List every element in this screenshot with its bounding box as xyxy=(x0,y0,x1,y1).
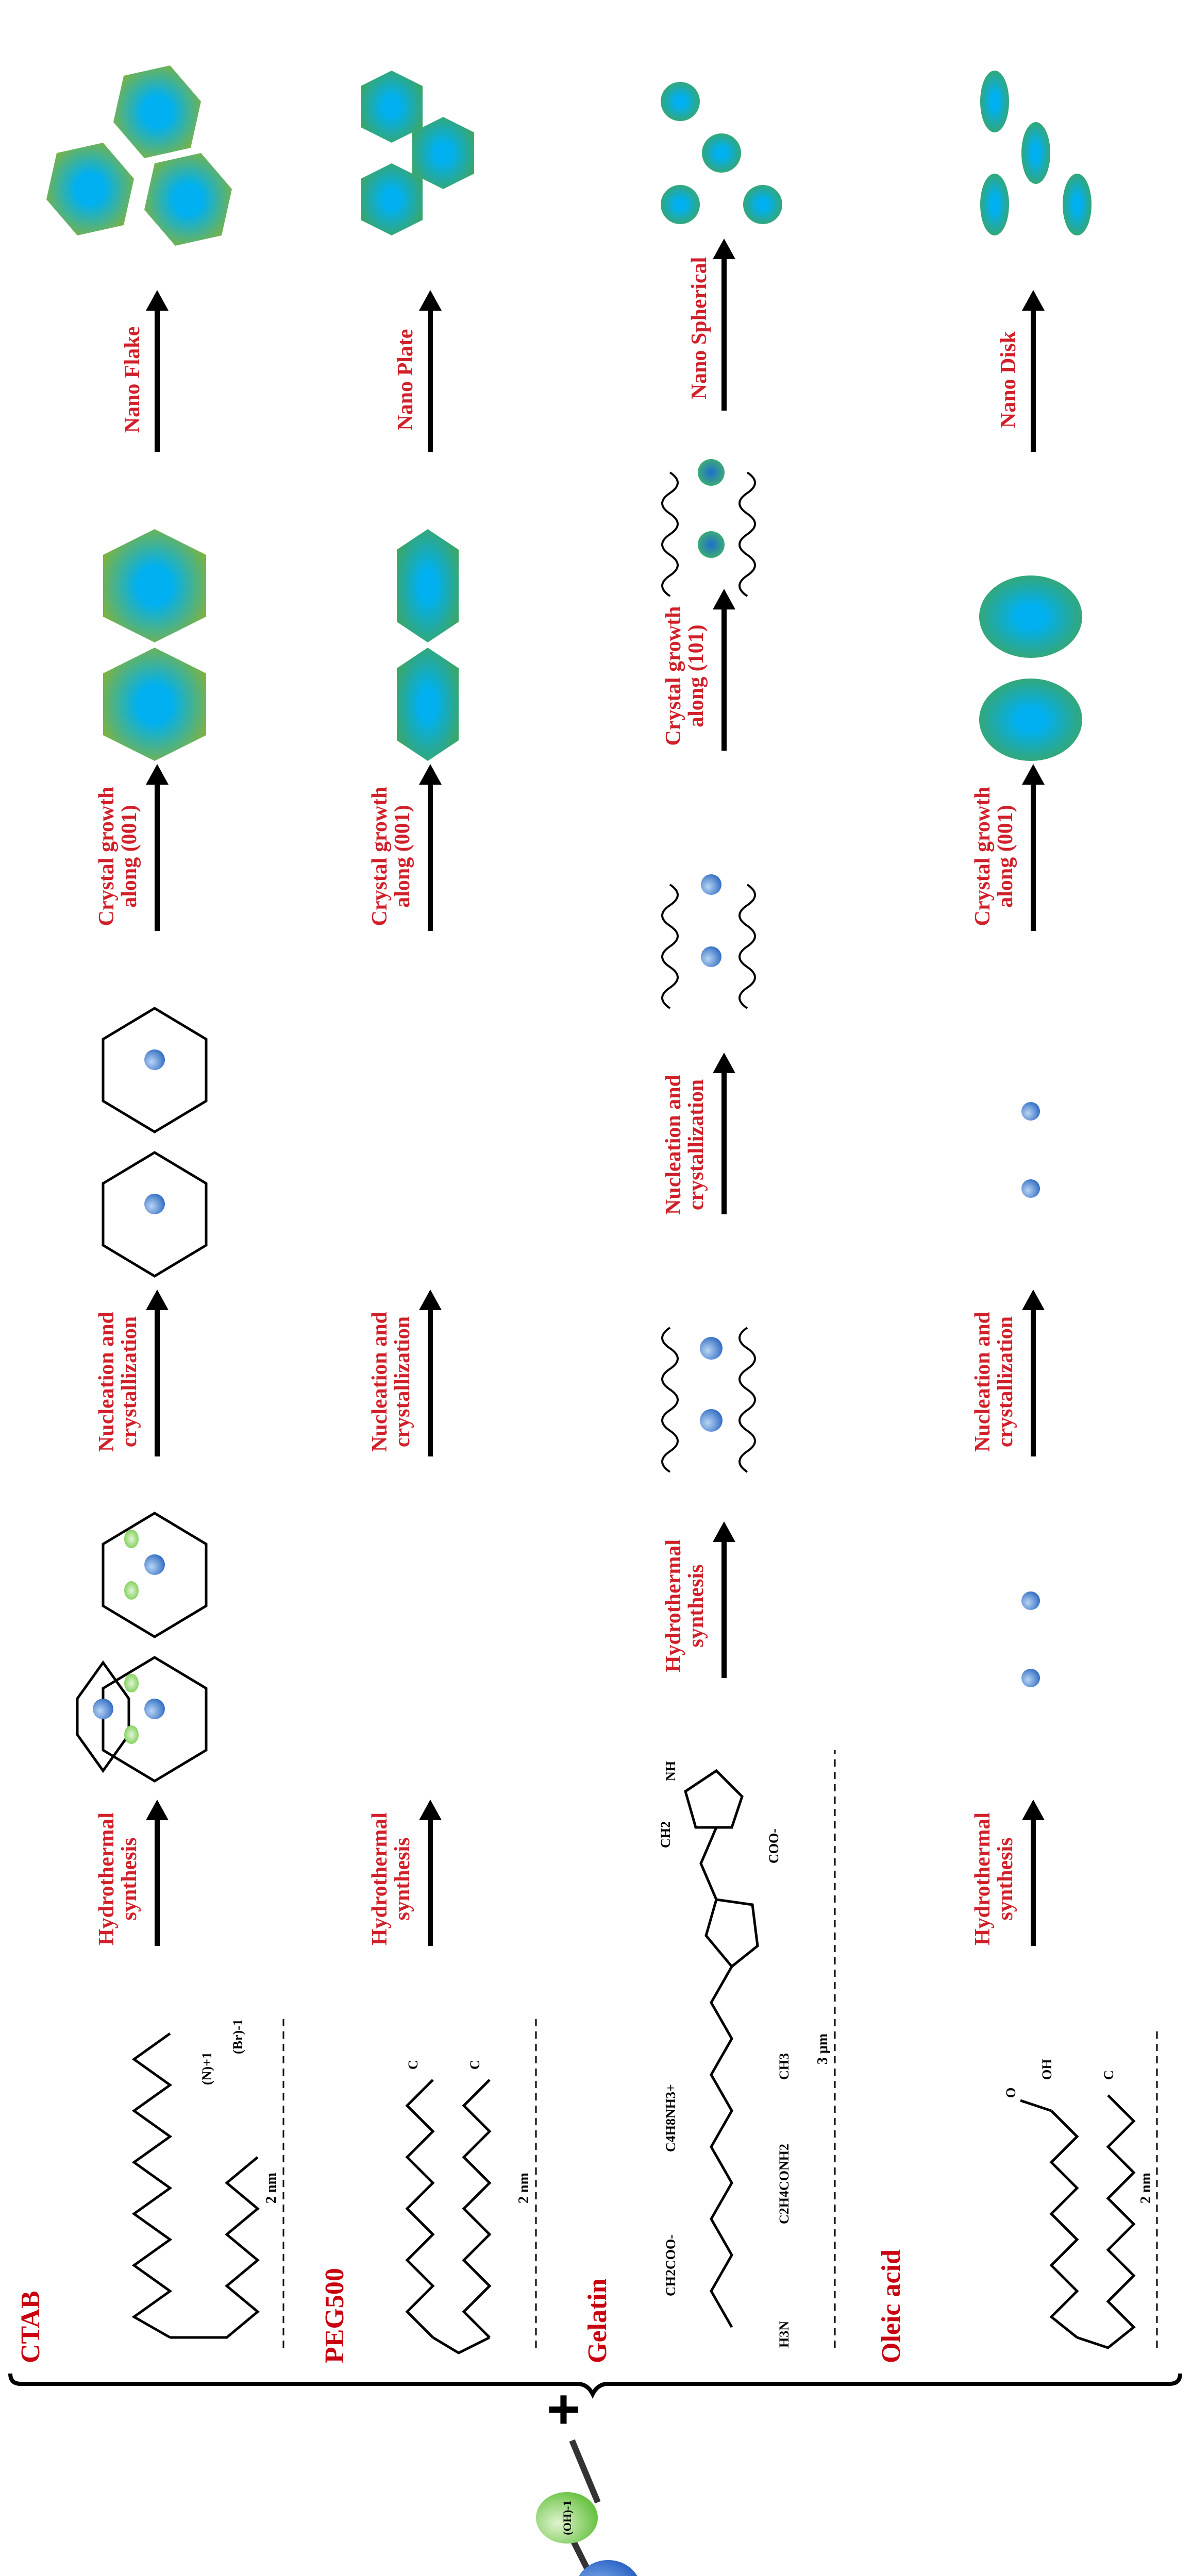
row3-ions xyxy=(698,459,725,1432)
svg-text:C2H4CONH2: C2H4CONH2 xyxy=(777,2144,792,2224)
row3-nano-spheres xyxy=(661,82,782,224)
svg-text:COO-: COO- xyxy=(766,1828,781,1863)
svg-text:2 nm: 2 nm xyxy=(263,2173,279,2204)
svg-text:+: + xyxy=(531,2393,595,2426)
svg-text:3 μm: 3 μm xyxy=(815,2033,831,2064)
svg-text:2 nm: 2 nm xyxy=(516,2173,532,2204)
svg-text:C: C xyxy=(406,2060,421,2070)
mg-hydroxide-molecule: Mg (OH)-1 (OH)-1 + xyxy=(531,2393,641,2576)
row1-hexagon-chain-b xyxy=(102,1007,208,1278)
svg-text:C: C xyxy=(467,2060,482,2070)
row3-gelatin-network xyxy=(661,471,756,1473)
svg-text:CH2COO-: CH2COO- xyxy=(663,2234,678,2296)
oleic-acid-structure: O OH C 2 nm xyxy=(1003,2028,1158,2349)
svg-text:NH: NH xyxy=(663,1761,678,1781)
row1-hexagonal-crystals xyxy=(103,529,206,761)
row1-hexagon-chain-a xyxy=(93,1512,208,1783)
row2-nano-plates xyxy=(361,71,474,235)
row2-plate-crystals xyxy=(397,529,459,761)
row4-nano-disks xyxy=(980,71,1092,235)
svg-text:CH2: CH2 xyxy=(658,1821,673,1848)
svg-text:C: C xyxy=(1101,2070,1116,2080)
svg-text:(Br)-1: (Br)-1 xyxy=(230,2019,245,2054)
peg500-structure: C C 2 nm xyxy=(405,2018,537,2354)
row4-ions xyxy=(1021,1102,1040,1687)
gelatin-structure: H3N CH2COO- C2H4CONH2 C4H8NH3+ CH3 COO- … xyxy=(658,1750,836,2348)
svg-text:O: O xyxy=(1003,2088,1018,2098)
svg-text:C4H8NH3+: C4H8NH3+ xyxy=(663,2084,678,2152)
svg-text:CH3: CH3 xyxy=(777,2053,792,2080)
svg-text:H3N: H3N xyxy=(777,2321,792,2348)
svg-text:(N)+1: (N)+1 xyxy=(199,2052,214,2085)
svg-text:OH: OH xyxy=(1039,2059,1054,2080)
ctab-structure: (N)+1 (Br)-1 2 nm xyxy=(131,2018,284,2348)
curly-brace xyxy=(8,2373,1182,2399)
row1-nano-flakes xyxy=(46,65,232,246)
svg-text:(OH)-1: (OH)-1 xyxy=(561,2500,574,2535)
svg-text:2 nm: 2 nm xyxy=(1138,2173,1154,2204)
row4-disk-crystals xyxy=(979,575,1082,761)
